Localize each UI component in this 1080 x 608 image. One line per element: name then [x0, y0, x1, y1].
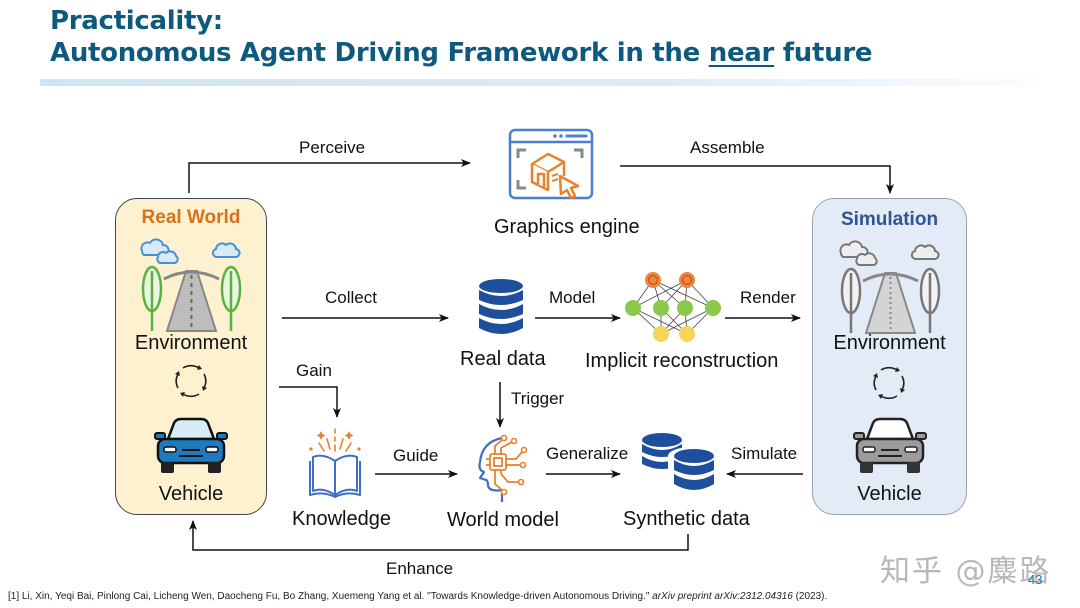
- real-vehicle-label: Vehicle: [158, 483, 224, 505]
- sim-environment-label: Environment: [833, 332, 946, 354]
- world-model-head-icon: [478, 434, 528, 502]
- generalize-label: Generalize: [546, 444, 629, 463]
- model-label: Model: [549, 288, 596, 307]
- enhance-label: Enhance: [386, 559, 454, 578]
- gray-car-icon: [853, 417, 927, 473]
- real-world-title: Real World: [141, 207, 241, 228]
- title-text-end: future: [774, 38, 873, 68]
- trigger-label: Trigger: [511, 389, 565, 408]
- graphics-engine-label: Graphics engine: [494, 216, 640, 238]
- perceive-label: Perceive: [299, 138, 366, 157]
- synthetic-data-label: Synthetic data: [623, 508, 750, 530]
- road-environment-icon: [140, 238, 242, 332]
- neural-network-icon: [625, 272, 721, 342]
- cycle-arrows-icon: [175, 364, 207, 398]
- sim-vehicle-label: Vehicle: [857, 483, 922, 505]
- knowledge-book-icon: [309, 428, 361, 498]
- citation-year: (2023).: [792, 591, 828, 602]
- implicit-reconstruction-label: Implicit reconstruction: [585, 350, 779, 372]
- world-model-label: World model: [447, 509, 559, 531]
- enhance-arrow: [189, 520, 689, 551]
- simulate-label: Simulate: [731, 444, 798, 463]
- blue-car-icon: [154, 417, 228, 473]
- real-world-panel: Real World Environment: [115, 198, 267, 515]
- title-line-2: Autonomous Agent Driving Framework in th…: [50, 37, 873, 69]
- slide-title: Practicality: Autonomous Agent Driving F…: [50, 5, 873, 69]
- title-divider: [40, 79, 1040, 86]
- page-number: 43: [1028, 572, 1043, 587]
- simulation-panel: Simulation Environment: [812, 198, 967, 515]
- real-data-label: Real data: [460, 348, 546, 370]
- synthetic-data-databases-icon: [642, 433, 716, 496]
- watermark: 知乎 @麋路: [880, 554, 1052, 589]
- title-text: Autonomous Agent Driving Framework in th…: [50, 38, 709, 68]
- knowledge-label: Knowledge: [292, 508, 391, 530]
- simulation-title: Simulation: [840, 209, 939, 230]
- citation: [1] Li, Xin, Yeqi Bai, Pinlong Cai, Lich…: [8, 591, 827, 602]
- sim-cycle-arrows-icon: [873, 366, 905, 400]
- guide-label: Guide: [393, 446, 439, 465]
- citation-text: [1] Li, Xin, Yeqi Bai, Pinlong Cai, Lich…: [8, 591, 653, 602]
- citation-venue: arXiv preprint arXiv:2312.04316: [652, 591, 793, 602]
- title-underlined-word: near: [708, 38, 775, 68]
- gain-arrow: [279, 386, 341, 418]
- real-environment-label: Environment: [134, 332, 248, 354]
- graphics-engine-icon: [508, 128, 594, 200]
- title-line-1: Practicality:: [50, 6, 223, 36]
- collect-label: Collect: [325, 288, 377, 307]
- real-data-database-icon: [479, 279, 523, 334]
- perceive-arrow: [188, 159, 471, 193]
- assemble-label: Assemble: [690, 138, 765, 157]
- render-label: Render: [740, 288, 796, 307]
- gray-road-environment-icon: [839, 240, 941, 334]
- gain-label: Gain: [296, 361, 332, 380]
- assemble-arrow: [620, 165, 894, 194]
